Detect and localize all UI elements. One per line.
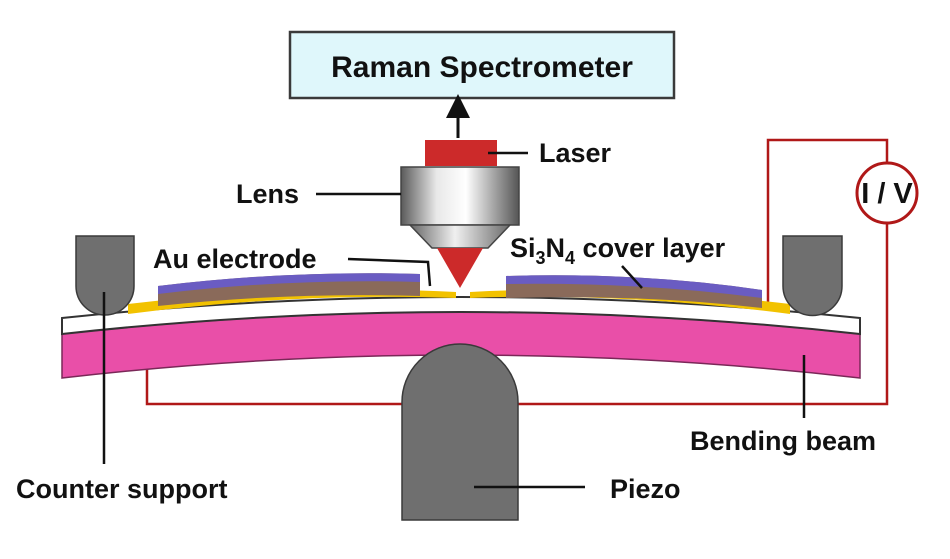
cover-layer-right (506, 275, 762, 308)
iv-meter-circle (855, 161, 919, 225)
raman-spectrometer-box: Raman Spectrometer (288, 30, 676, 100)
counter-support-label: Counter support (16, 474, 227, 504)
substrate-layer (61, 296, 861, 336)
cover-layer-label: Si3N4 cover layer (510, 233, 726, 268)
laser-focus-cone (437, 248, 483, 288)
piezo-label: Piezo (610, 474, 681, 504)
piezo-actuator (401, 343, 519, 521)
counter-support-left (75, 235, 135, 316)
au-electrode-leader-line (347, 257, 432, 287)
spectrometer-frame (288, 30, 676, 100)
iv-meter-label: I / V (861, 178, 913, 210)
cover-layer-left (158, 273, 420, 306)
counter-support-right (782, 235, 843, 317)
bending-beam-label: Bending beam (690, 426, 876, 456)
iv-meter: I / V (855, 161, 919, 225)
au-electrode-label: Au electrode (153, 244, 317, 274)
laser-block (425, 140, 497, 166)
lens-label: Lens (236, 179, 299, 209)
laser-label: Laser (539, 138, 612, 168)
spectrometer-title: Raman Spectrometer (331, 51, 633, 84)
cover-layer-leader-line (621, 265, 643, 289)
objective-lens (400, 166, 520, 249)
